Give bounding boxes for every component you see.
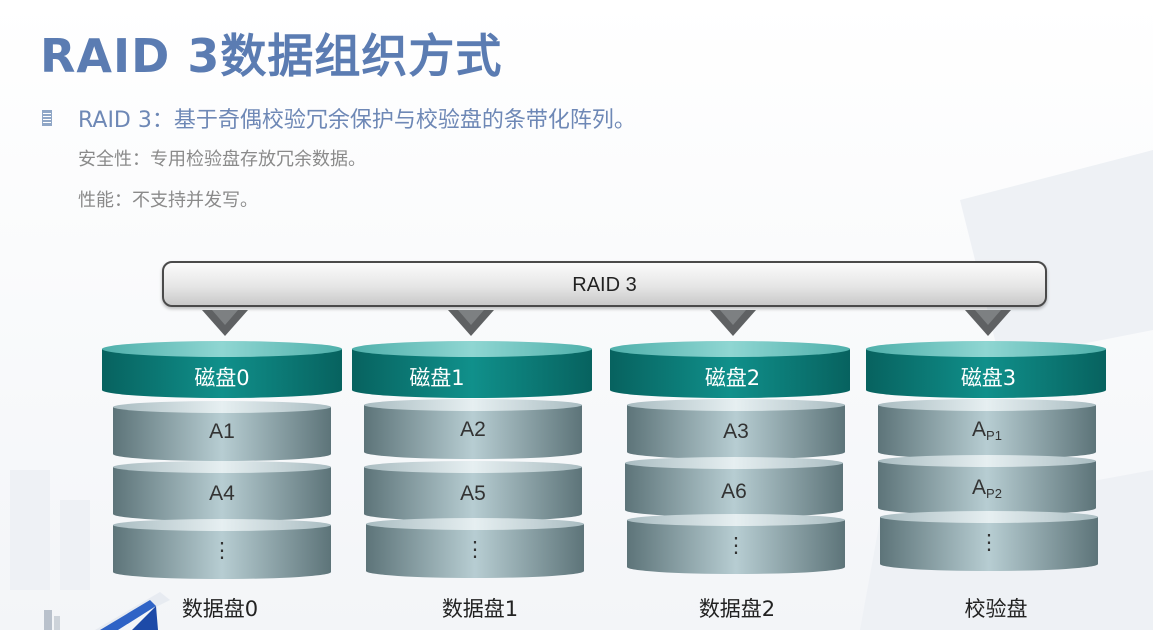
block-label: A2 — [364, 418, 582, 442]
down-arrow-icon — [202, 310, 248, 336]
security-line: 安全性：专用检验盘存放冗余数据。 — [78, 149, 366, 170]
down-arrow-icon — [448, 310, 494, 336]
block-main: A2 — [460, 418, 486, 441]
block-ellipsis: ⋮ — [464, 538, 486, 561]
page-title: RAID 3数据组织方式 — [40, 29, 503, 83]
disk-caption: 校验盘 — [964, 597, 1028, 621]
data-block: A6 — [625, 456, 843, 518]
disk-cap — [610, 341, 850, 398]
block-main: A — [972, 418, 987, 441]
corner-decoration-icon — [44, 600, 158, 630]
disk-cap — [866, 341, 1106, 398]
data-block: A2 — [364, 398, 582, 460]
block-label: ⋮ — [627, 533, 845, 558]
block-main: A3 — [723, 420, 749, 443]
bullet-icon — [42, 110, 52, 126]
block-label: AP1 — [878, 418, 1096, 443]
down-arrow-icon — [965, 310, 1011, 336]
block-label: AP2 — [878, 476, 1096, 501]
disk-label: 磁盘0 — [194, 366, 250, 390]
block-main: A6 — [721, 480, 747, 503]
down-arrow-icon — [710, 310, 756, 336]
disk-label: 磁盘3 — [960, 366, 1017, 390]
data-block: A5 — [364, 460, 582, 522]
block-ellipsis: ⋮ — [725, 534, 747, 557]
parity-block: ⋮ — [880, 510, 1098, 572]
disk-caption: 数据盘2 — [698, 597, 776, 621]
disk-caption: 数据盘1 — [441, 597, 519, 621]
bullet-text: RAID 3：基于奇偶校验冗余保护与校验盘的条带化阵列。 — [78, 108, 636, 133]
block-main: A5 — [460, 482, 486, 505]
data-block: ⋮ — [366, 517, 584, 579]
block-ellipsis: ⋮ — [978, 531, 1000, 554]
block-subscript: P2 — [986, 486, 1002, 501]
block-main: A — [972, 476, 987, 499]
block-label: ⋮ — [366, 537, 584, 562]
disk-label: 磁盘2 — [704, 366, 761, 390]
data-block: A4 — [113, 460, 331, 522]
block-label: ⋮ — [880, 530, 1098, 555]
block-main: A1 — [209, 420, 235, 443]
data-block: A3 — [627, 398, 845, 460]
data-block: ⋮ — [627, 513, 845, 575]
data-block: ⋮ — [113, 518, 331, 580]
parity-block: AP1 — [878, 398, 1096, 460]
block-label: A6 — [625, 480, 843, 504]
block-ellipsis: ⋮ — [211, 539, 233, 562]
block-label: A5 — [364, 482, 582, 506]
block-subscript: P1 — [986, 428, 1002, 443]
disk-caption: 数据盘0 — [181, 597, 259, 621]
block-label: A4 — [113, 482, 331, 506]
performance-line: 性能：不支持并发写。 — [78, 190, 258, 211]
block-label: A1 — [113, 420, 331, 444]
raid-bar-label: RAID 3 — [572, 274, 637, 296]
disk-cap — [352, 341, 592, 398]
raid-bar: RAID 3 — [162, 261, 1047, 307]
block-label: A3 — [627, 420, 845, 444]
data-block: A1 — [113, 400, 331, 462]
disk-label: 磁盘1 — [409, 366, 465, 390]
block-label: ⋮ — [113, 538, 331, 563]
disk-cap — [102, 341, 342, 398]
block-main: A4 — [209, 482, 235, 505]
parity-block: AP2 — [878, 454, 1096, 516]
